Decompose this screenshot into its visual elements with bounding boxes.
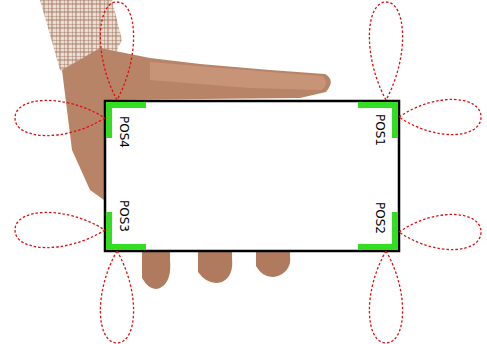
radiation-lobe <box>15 212 105 247</box>
radiation-lobe <box>399 214 481 249</box>
radiation-lobe <box>100 2 133 100</box>
position-label: POS4 <box>118 116 130 148</box>
finger <box>256 251 290 277</box>
phone-body <box>105 101 399 251</box>
antenna-marker <box>106 102 398 250</box>
finger <box>142 251 170 289</box>
radiation-lobe <box>399 99 481 134</box>
thumb-highlight <box>150 62 326 90</box>
radiation-lobe <box>15 100 105 135</box>
radiation-lobe <box>369 251 402 343</box>
radiation-lobe <box>15 2 481 343</box>
finger <box>198 251 232 283</box>
position-label: POS3 <box>118 200 130 232</box>
position-label: POS1 <box>374 114 386 146</box>
position-label: POS2 <box>374 202 386 234</box>
radiation-lobe <box>100 251 133 343</box>
radiation-lobe <box>369 2 402 100</box>
